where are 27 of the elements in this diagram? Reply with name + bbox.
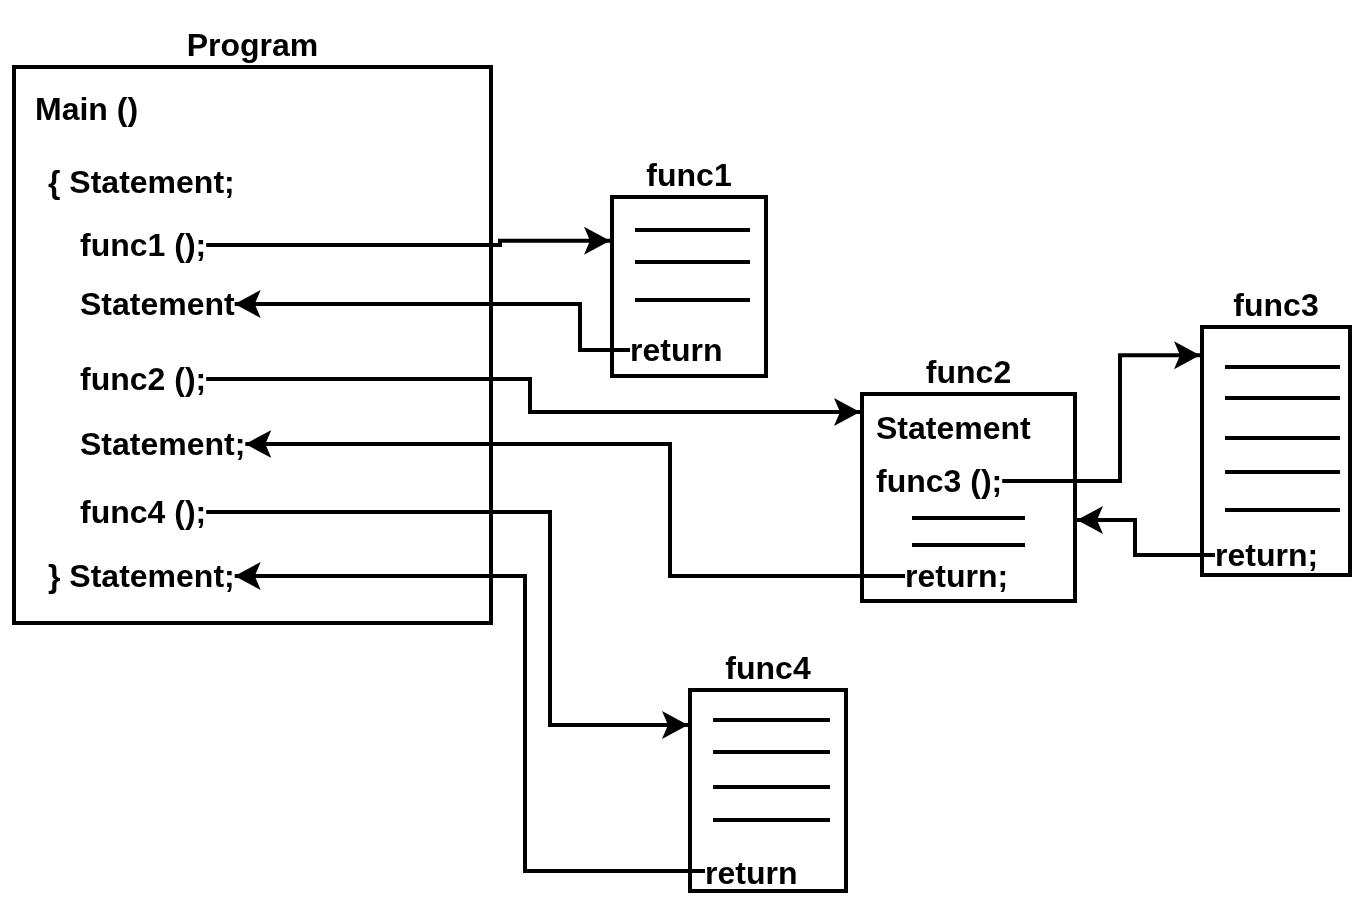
code-line: return — [630, 330, 723, 370]
arrow — [206, 510, 688, 739]
code-line: func1 (); — [80, 225, 207, 265]
box-heading: func3 — [1233, 289, 1319, 321]
code-line: Main () — [35, 93, 139, 125]
code-line: { Statement; — [48, 162, 235, 202]
arrow — [245, 430, 905, 578]
code-line: return; — [1215, 535, 1319, 575]
arrow — [1077, 506, 1215, 557]
box-heading: func2 — [925, 356, 1012, 388]
box-heading: func4 — [725, 652, 811, 684]
arrow — [234, 290, 630, 352]
code-line: Statement — [876, 408, 1031, 448]
arrow — [206, 226, 610, 255]
code-line: } Statement; — [48, 556, 235, 596]
arrow — [234, 562, 705, 873]
arrow — [206, 377, 860, 427]
code-line: func4 (); — [80, 492, 207, 532]
box-heading: func1 — [646, 159, 732, 191]
code-line: func3 (); — [876, 461, 1003, 501]
code-line: Statement; — [80, 424, 246, 464]
code-line: Statement — [80, 284, 235, 324]
code-line: return — [705, 853, 798, 889]
code-line: return; — [905, 556, 1009, 596]
box-heading: Program — [186, 29, 319, 61]
code-line: func2 (); — [80, 359, 207, 399]
arrow — [1002, 341, 1200, 483]
